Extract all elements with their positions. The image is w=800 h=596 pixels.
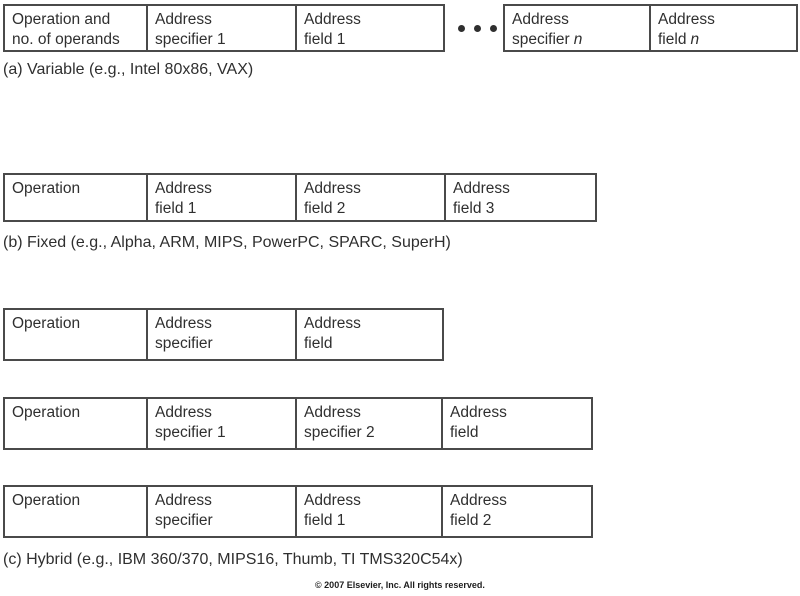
cell-line2: field (450, 423, 479, 441)
dot (489, 24, 497, 32)
address-specifier-cell: Address specifier (148, 310, 297, 359)
address-specifier-2-cell: Address specifier 2 (297, 399, 443, 448)
cell-line1: Address (453, 180, 510, 197)
operation-cell: Operation (5, 175, 148, 220)
cell-line2: specifier 2 (304, 423, 375, 441)
address-field-2-cell: Address field 2 (297, 175, 446, 220)
address-field-cell: Address field (443, 399, 591, 448)
operation-cell: Operation (5, 310, 148, 359)
fixed-format-box: Operation Address field 1 Address field … (3, 173, 597, 222)
variable-format-left-box: Operation and no. of operands Address sp… (3, 4, 445, 52)
address-specifier-1-cell: Address specifier 1 (148, 399, 297, 448)
caption-fixed: (b) Fixed (e.g., Alpha, ARM, MIPS, Power… (3, 234, 451, 251)
address-field-1-cell: Address field 1 (297, 6, 443, 50)
cell-line1: Address (155, 492, 212, 509)
cell-line1: Address (155, 404, 212, 421)
cell-line2-text: field (658, 30, 687, 48)
cell-line1: Operation and (12, 11, 111, 28)
cell-line1: Address (450, 492, 507, 509)
caption-variable: (a) Variable (e.g., Intel 80x86, VAX) (3, 61, 254, 78)
address-field-cell: Address field (297, 310, 442, 359)
op-and-operands-cell: Operation and no. of operands (5, 6, 148, 50)
cell-line2: field 1 (155, 199, 197, 217)
cell-line1: Address (155, 180, 212, 197)
cell-line2: field 1 (304, 30, 346, 48)
cell-line1: Address (304, 11, 361, 28)
cell-line1: Address (304, 315, 361, 332)
cell-line2: field 2 (304, 199, 346, 217)
cell-line2: field 1 (304, 511, 346, 529)
address-specifier-1-cell: Address specifier 1 (148, 6, 297, 50)
cell-line1: Address (304, 180, 361, 197)
cell-line1: Address (304, 404, 361, 421)
cell-line2: no. of operands (12, 30, 120, 48)
dot (473, 24, 481, 32)
cell-line2: field 2 (450, 511, 492, 529)
cell-line2: specifier 1 (155, 30, 226, 48)
italic-n: n (573, 30, 583, 48)
address-field-2-cell: Address field 2 (443, 487, 591, 536)
hybrid-format-box-2: Operation Address specifier 1 Address sp… (3, 397, 593, 450)
hybrid-format-box-3: Operation Address specifier Address fiel… (3, 485, 593, 538)
cell-line1: Operation (12, 492, 81, 509)
cell-line1: Operation (12, 315, 81, 332)
cell-line2: field (304, 334, 333, 352)
cell-line2-text: specifier (512, 30, 570, 48)
cell-line2: specifier (155, 511, 213, 529)
cell-line1: Address (155, 11, 212, 28)
cell-line2: specifier 1 (155, 423, 226, 441)
operation-cell: Operation (5, 399, 148, 448)
cell-line1: Address (512, 11, 569, 28)
cell-line1: Operation (12, 404, 81, 421)
cell-line2: field 3 (453, 199, 495, 217)
cell-line1: Operation (12, 180, 81, 197)
dot (457, 24, 465, 32)
cell-line1: Address (658, 11, 715, 28)
cell-line1: Address (450, 404, 507, 421)
ellipsis-icon (448, 4, 506, 52)
hybrid-format-box-1: Operation Address specifier Address fiel… (3, 308, 444, 361)
address-field-3-cell: Address field 3 (446, 175, 595, 220)
caption-hybrid: (c) Hybrid (e.g., IBM 360/370, MIPS16, T… (3, 551, 463, 568)
address-field-1-cell: Address field 1 (297, 487, 443, 536)
copyright-notice: © 2007 Elsevier, Inc. All rights reserve… (315, 580, 485, 590)
cell-line1: Address (155, 315, 212, 332)
address-field-1-cell: Address field 1 (148, 175, 297, 220)
address-specifier-cell: Address specifier (148, 487, 297, 536)
cell-line2: specifier (155, 334, 213, 352)
italic-n: n (690, 30, 700, 48)
operation-cell: Operation (5, 487, 148, 536)
cell-line1: Address (304, 492, 361, 509)
